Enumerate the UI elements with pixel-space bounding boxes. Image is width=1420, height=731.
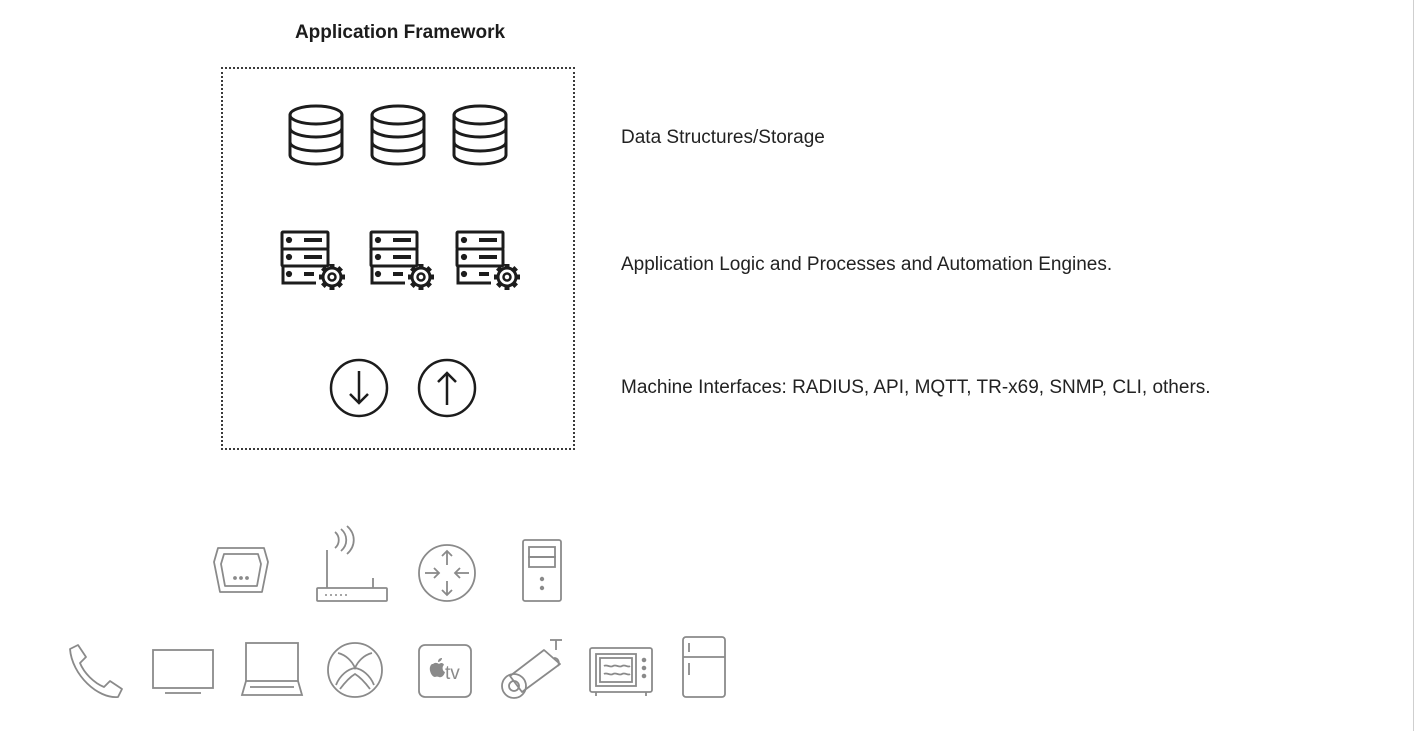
server-gear-icon [369, 230, 441, 294]
server-gear-icon [455, 230, 527, 294]
layer-label-interfaces: Machine Interfaces: RADIUS, API, MQTT, T… [621, 377, 1211, 398]
modem-icon [212, 544, 270, 596]
security-camera-icon [498, 636, 564, 702]
page-edge-divider [1413, 0, 1414, 731]
laptop-icon [240, 641, 304, 699]
apple-tv-icon: tv [417, 643, 473, 699]
arrow-down-circle-icon [329, 358, 389, 418]
phone-icon [64, 643, 132, 701]
network-router-icon [417, 543, 477, 603]
xbox-icon [326, 641, 384, 699]
layer-label-storage: Data Structures/Storage [621, 127, 825, 148]
database-icon [287, 104, 345, 166]
server-gear-icon [280, 230, 352, 294]
apple-tv-text: tv [445, 663, 460, 684]
wifi-router-icon [313, 525, 391, 604]
monitor-icon [151, 648, 215, 696]
database-icon [451, 104, 509, 166]
server-tower-icon [520, 538, 564, 604]
database-icon [369, 104, 427, 166]
layer-label-logic: Application Logic and Processes and Auto… [621, 254, 1113, 275]
diagram-title: Application Framework [294, 22, 506, 43]
arrow-up-circle-icon [417, 358, 477, 418]
microwave-icon [588, 646, 654, 698]
refrigerator-icon [680, 635, 728, 701]
application-framework-box [221, 67, 575, 450]
